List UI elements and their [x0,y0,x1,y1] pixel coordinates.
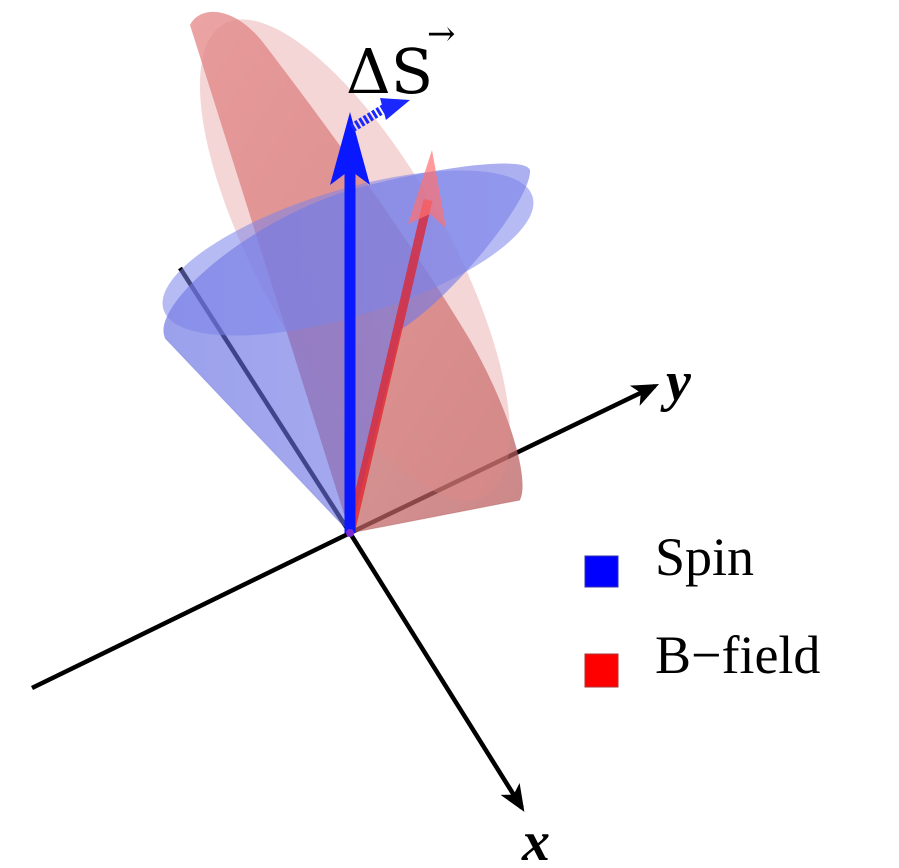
y-axis-label: y [660,351,692,413]
spin-arrow [330,112,370,533]
legend-label-bfield: B−field [655,625,820,685]
legend: Spin B−field [584,527,820,688]
x-axis-label: x [521,811,550,868]
delta-s-label: ΔS [346,35,433,108]
x-axis-line [348,531,525,812]
legend-swatch-bfield [584,653,619,688]
vector-arrow-glyph: → [427,14,456,54]
legend-swatch-spin [584,555,619,588]
legend-label-spin: Spin [655,527,754,587]
x-axis-negative-line [31,530,351,691]
origin-point [346,529,354,537]
bfield-arrow [345,150,446,535]
delta-s-arrow [349,98,410,132]
